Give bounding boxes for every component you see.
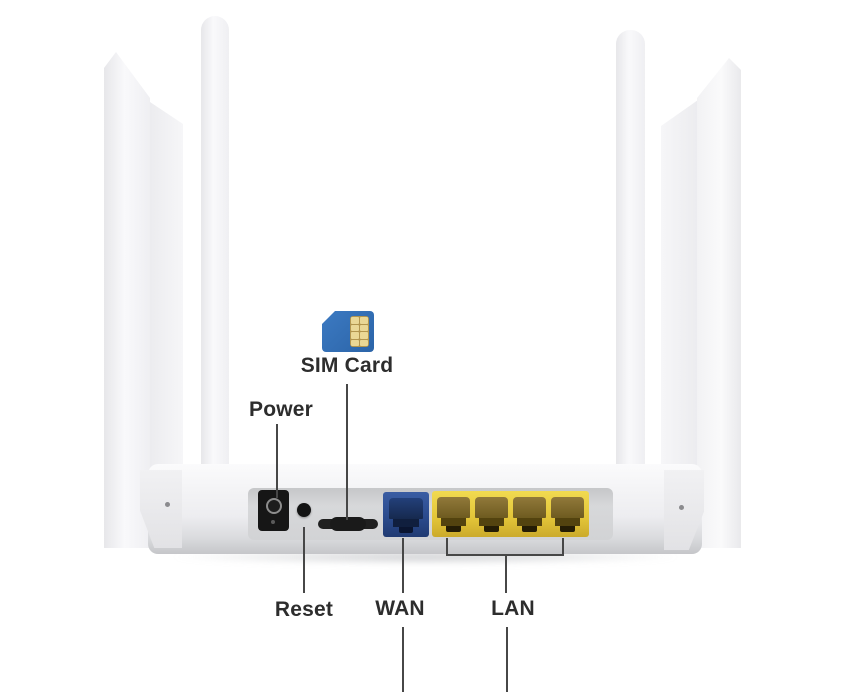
lan-port [551, 496, 584, 532]
lan-port-group [432, 491, 589, 537]
sim-contacts-icon [350, 316, 369, 347]
antenna-right-inner [616, 30, 645, 471]
lan-bracket-right-line [562, 538, 564, 556]
lan-port-opening-icon [551, 497, 584, 532]
hinge-screw-right-icon [679, 505, 684, 510]
antenna-left-middle [150, 102, 183, 471]
lan-port-opening-icon [475, 497, 508, 532]
wan-port [383, 492, 429, 537]
lan-lower-callout-line [506, 627, 508, 692]
lan-bracket-bottom-line [446, 554, 564, 556]
antenna-left-inner [201, 16, 229, 471]
lan-bracket-left-line [446, 538, 448, 556]
lan-port-opening-icon [513, 497, 546, 532]
sim-card-label: SIM Card [300, 354, 394, 377]
wan-port-opening-icon [389, 498, 423, 533]
power-callout-line [276, 424, 278, 498]
lan-bracket-drop-line [505, 556, 507, 593]
lan-port-opening-icon [437, 497, 470, 532]
reset-callout-line [303, 527, 305, 593]
antenna-left-outer [104, 52, 150, 548]
power-jack-dot-icon [271, 520, 275, 524]
lan-port [437, 496, 470, 532]
sim-card-slot [318, 517, 378, 531]
reset-label: Reset [274, 598, 334, 621]
lan-port [475, 496, 508, 532]
antenna-right-middle [661, 100, 698, 471]
sim-callout-line [346, 384, 348, 520]
sim-card-icon [322, 311, 374, 352]
lan-port [513, 496, 546, 532]
hinge-screw-left-icon [165, 502, 170, 507]
lan-label: LAN [491, 597, 535, 620]
antenna-right-outer [697, 58, 741, 548]
power-label: Power [248, 398, 314, 421]
wan-callout-line [402, 538, 404, 593]
wan-lower-callout-line [402, 627, 404, 692]
wan-label: WAN [375, 597, 425, 620]
reset-button [297, 503, 311, 517]
power-jack-pin-icon [266, 498, 282, 514]
power-jack [258, 490, 289, 531]
